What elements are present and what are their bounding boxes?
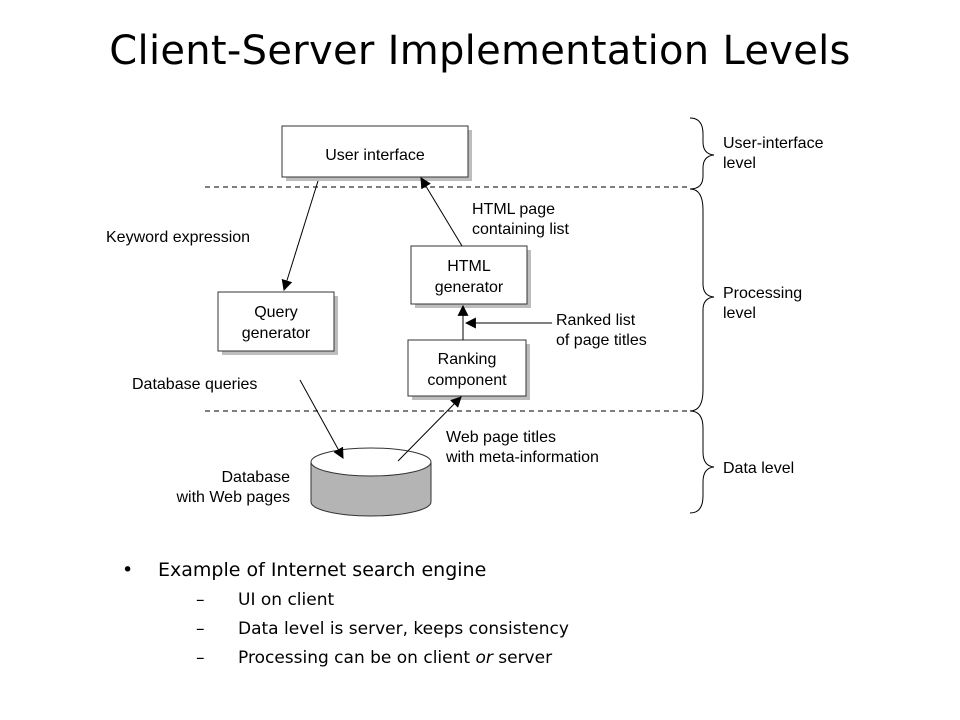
sub-bullet-text: UI on client [238,590,335,610]
ranked-list-label-2: of page titles [556,332,647,349]
arrow-database-queries [299,379,344,459]
data-level-label: Data level [723,460,794,477]
query-generator-label-2: generator [242,325,311,342]
ranking-component-box: Ranking component [407,339,530,400]
ui-level-label-1: User-interface [723,135,824,152]
database-queries-label: Database queries [132,376,257,393]
html-page-label-1: HTML page [472,201,555,218]
arrow-web-page-titles [397,396,462,462]
processing-level-brace [689,188,715,412]
sub-bullet-list: UI on client Data level is server, keeps… [158,586,569,673]
query-generator-box: Query generator [217,291,338,355]
ranked-list-label-1: Ranked list [556,312,636,329]
html-generator-label-1: HTML [447,258,491,275]
user-interface-box: User interface [281,125,472,181]
sub-bullet-data-level: Data level is server, keeps consistency [158,615,569,644]
bullet-list: Example of Internet search engine UI on … [120,556,569,673]
web-page-titles-label-1: Web page titles [446,429,556,446]
ui-level-label-2: level [723,155,756,172]
ranking-component-label-1: Ranking [438,351,497,368]
ui-level-brace [689,117,715,190]
processing-level-label-1: Processing [723,285,802,302]
sub-bullet-text: Processing can be on client [238,648,476,668]
processing-level-label-2: level [723,305,756,322]
ranking-component-label-2: component [427,372,507,389]
arrow-html-page [420,177,463,247]
sub-bullet-ui: UI on client [158,586,569,615]
bullet-main: Example of Internet search engine UI on … [120,556,569,673]
query-generator-label-1: Query [254,304,298,321]
database-cylinder [310,447,432,517]
html-generator-box: HTML generator [410,245,531,308]
sub-bullet-emphasis: or [475,648,493,668]
arrow-keyword-expression [281,180,319,292]
web-page-titles-label-2: with meta-information [445,449,599,466]
database-label-1: Database [222,469,291,486]
user-interface-label: User interface [325,147,425,164]
sub-bullet-text-end: server [492,648,553,668]
keyword-expression-label: Keyword expression [106,229,250,246]
architecture-diagram: User interface Query generator HTML gene… [106,117,824,517]
database-label-2: with Web pages [175,489,290,506]
slide-title: Client-Server Implementation Levels [109,28,851,74]
sub-bullet-text: Data level is server, keeps consistency [238,619,569,639]
bullet-main-text: Example of Internet search engine [158,559,487,581]
html-generator-label-2: generator [435,279,504,296]
html-page-label-2: containing list [472,221,570,238]
data-level-brace [689,410,715,514]
sub-bullet-processing: Processing can be on client or server [158,644,569,673]
